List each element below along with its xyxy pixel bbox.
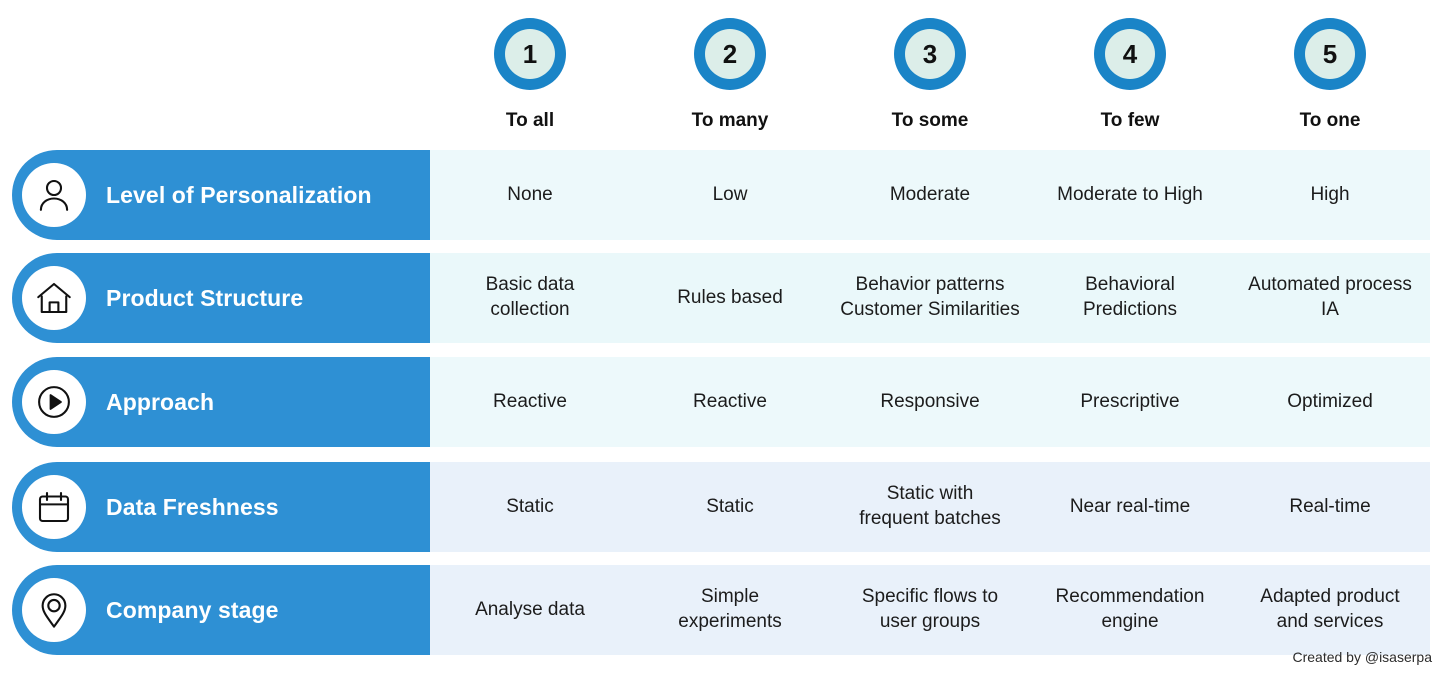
column-header-1: 1 To all <box>430 0 630 150</box>
column-header-5: 5 To one <box>1230 0 1430 150</box>
row-cells: Basic data collection Rules based Behavi… <box>430 253 1430 343</box>
cell-r4-c2: Static <box>706 495 754 517</box>
row-label-bar-approach: Approach <box>12 357 430 447</box>
step-circle-1: 1 <box>494 18 566 90</box>
step-circle-2: 2 <box>694 18 766 90</box>
cell-r3-c5: Optimized <box>1287 390 1373 412</box>
column-header-2: 2 To many <box>630 0 830 150</box>
cell-r2-c3: Behavior patterns Customer Similarities <box>840 274 1020 320</box>
row-cells: Reactive Reactive Responsive Prescriptiv… <box>430 357 1430 447</box>
step-circle-5: 5 <box>1294 18 1366 90</box>
matrix-row: Product Structure Basic data collection … <box>0 253 1456 343</box>
home-icon <box>22 266 86 330</box>
cell-r2-c2: Rules based <box>677 286 783 308</box>
cell-r4-c1: Static <box>506 495 554 517</box>
row-label-bar-data-freshness: Data Freshness <box>12 462 430 552</box>
row-cells: Static Static Static with frequent batch… <box>430 462 1430 552</box>
cell-r1-c5: High <box>1310 183 1350 205</box>
matrix-row: Approach Reactive Reactive Responsive Pr… <box>0 357 1456 447</box>
matrix-row: Company stage Analyse data Simple experi… <box>0 565 1456 655</box>
step-circle-3: 3 <box>894 18 966 90</box>
cell-r1-c1: None <box>507 183 553 205</box>
location-pin-icon <box>22 578 86 642</box>
column-header-row: 1 To all 2 To many 3 To some 4 To few 5 <box>430 0 1430 150</box>
row-cells: None Low Moderate Moderate to High High <box>430 150 1430 240</box>
row-cells: Analyse data Simple experiments Specific… <box>430 565 1430 655</box>
row-title: Product Structure <box>106 284 304 311</box>
column-header-4: 4 To few <box>1030 0 1230 150</box>
play-circle-icon <box>22 370 86 434</box>
row-title: Company stage <box>106 596 279 623</box>
row-title: Level of Personalization <box>106 181 372 208</box>
column-label-1: To all <box>505 110 555 131</box>
step-number-3: 3 <box>905 29 955 79</box>
cell-r5-c1: Analyse data <box>475 598 585 620</box>
cell-r5-c2: Simple experiments <box>678 586 782 632</box>
step-number-4: 4 <box>1105 29 1155 79</box>
cell-r1-c3: Moderate <box>889 183 971 205</box>
cell-r2-c4: Behavioral Predictions <box>1083 274 1177 320</box>
person-icon <box>22 163 86 227</box>
cell-r2-c5: Automated process IA <box>1248 274 1412 320</box>
matrix-row: Level of Personalization None Low Modera… <box>0 150 1456 240</box>
cell-r3-c1: Reactive <box>493 390 567 412</box>
cell-r4-c5: Real-time <box>1289 495 1371 517</box>
cell-r5-c4: Recommendation engine <box>1055 586 1205 632</box>
column-label-3: To some <box>891 110 969 131</box>
cell-r5-c3: Specific flows to user groups <box>861 586 999 632</box>
matrix-row: Data Freshness Static Static Static with… <box>0 462 1456 552</box>
row-title: Approach <box>106 388 215 415</box>
column-label-4: To few <box>1100 110 1160 131</box>
cell-r4-c4: Near real-time <box>1069 495 1191 517</box>
cell-r5-c5: Adapted product and services <box>1260 586 1400 632</box>
step-circle-4: 4 <box>1094 18 1166 90</box>
row-title: Data Freshness <box>106 493 279 520</box>
credit-text: Created by @isaserpa <box>1292 649 1432 665</box>
cell-r1-c2: Low <box>712 183 748 205</box>
step-number-1: 1 <box>505 29 555 79</box>
row-label-bar-product-structure: Product Structure <box>12 253 430 343</box>
calendar-icon <box>22 475 86 539</box>
row-label-bar-company-stage: Company stage <box>12 565 430 655</box>
step-number-5: 5 <box>1305 29 1355 79</box>
step-number-2: 2 <box>705 29 755 79</box>
column-label-2: To many <box>691 110 769 131</box>
row-label-bar-level-of-personalization: Level of Personalization <box>12 150 430 240</box>
column-header-3: 3 To some <box>830 0 1030 150</box>
cell-r2-c1: Basic data collection <box>485 274 575 320</box>
cell-r1-c4: Moderate to High <box>1057 183 1203 205</box>
cell-r3-c2: Reactive <box>693 390 767 412</box>
cell-r4-c3: Static with frequent batches <box>859 483 1001 529</box>
cell-r3-c3: Responsive <box>880 390 980 412</box>
cell-r3-c4: Prescriptive <box>1080 390 1180 412</box>
column-label-5: To one <box>1299 110 1361 131</box>
